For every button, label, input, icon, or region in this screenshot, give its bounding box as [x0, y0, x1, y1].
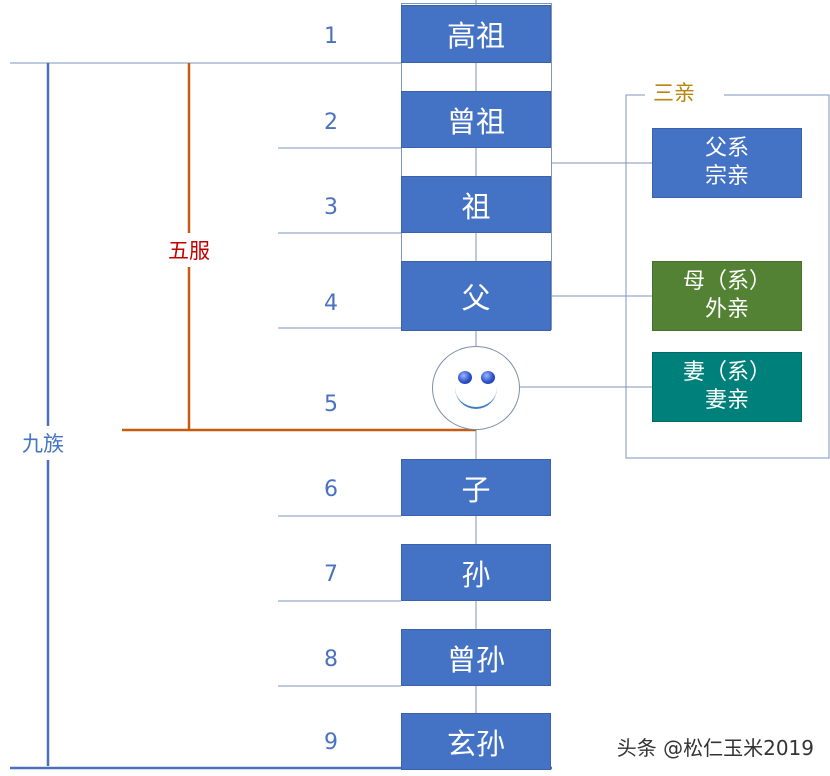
wife-side-line-1: 妻（系） [682, 360, 771, 385]
gen-number-2: 2 [324, 110, 338, 135]
watermark: 头条 @松仁玉米2019 [616, 736, 814, 760]
father-side-line-2: 宗亲 [704, 164, 749, 189]
smile-icon [455, 385, 497, 409]
mother-side-line-2: 外亲 [704, 297, 749, 322]
gen-box-sun: 孙 [401, 544, 551, 601]
gen-number-5: 5 [324, 392, 338, 417]
gen-number-1: 1 [324, 24, 338, 49]
gen-number-9: 9 [324, 730, 338, 755]
sanqin-label: 三亲 [653, 81, 695, 105]
wufu-label: 五服 [168, 233, 210, 267]
gen-number-4: 4 [324, 291, 338, 316]
wife-side-box: 妻（系） 妻亲 [652, 352, 802, 422]
left-eye-icon [458, 371, 472, 384]
sanqin-frame [625, 94, 830, 459]
gen-box-gaozu: 高祖 [401, 5, 551, 63]
gen-box-zu: 祖 [401, 176, 551, 233]
jiuzu-label: 九族 [22, 426, 64, 460]
wife-side-line-2: 妻亲 [704, 388, 749, 413]
father-side-line-1: 父系 [704, 136, 749, 161]
gen-box-xuansun: 玄孙 [401, 713, 551, 770]
gen-number-3: 3 [324, 195, 338, 220]
right-eye-icon [481, 371, 495, 384]
gen-box-zi: 子 [401, 459, 551, 516]
gen-number-7: 7 [324, 562, 338, 587]
mother-side-line-1: 母（系） [682, 269, 771, 294]
gen-box-fu: 父 [401, 261, 551, 331]
gen-number-8: 8 [324, 647, 338, 672]
gen-box-zengzu: 曾祖 [401, 91, 551, 148]
gen-box-zengsun: 曾孙 [401, 629, 551, 686]
gen-number-6: 6 [324, 477, 338, 502]
self-smiley-icon [432, 346, 520, 430]
mother-side-box: 母（系） 外亲 [652, 261, 802, 331]
father-side-box: 父系 宗亲 [652, 128, 802, 198]
